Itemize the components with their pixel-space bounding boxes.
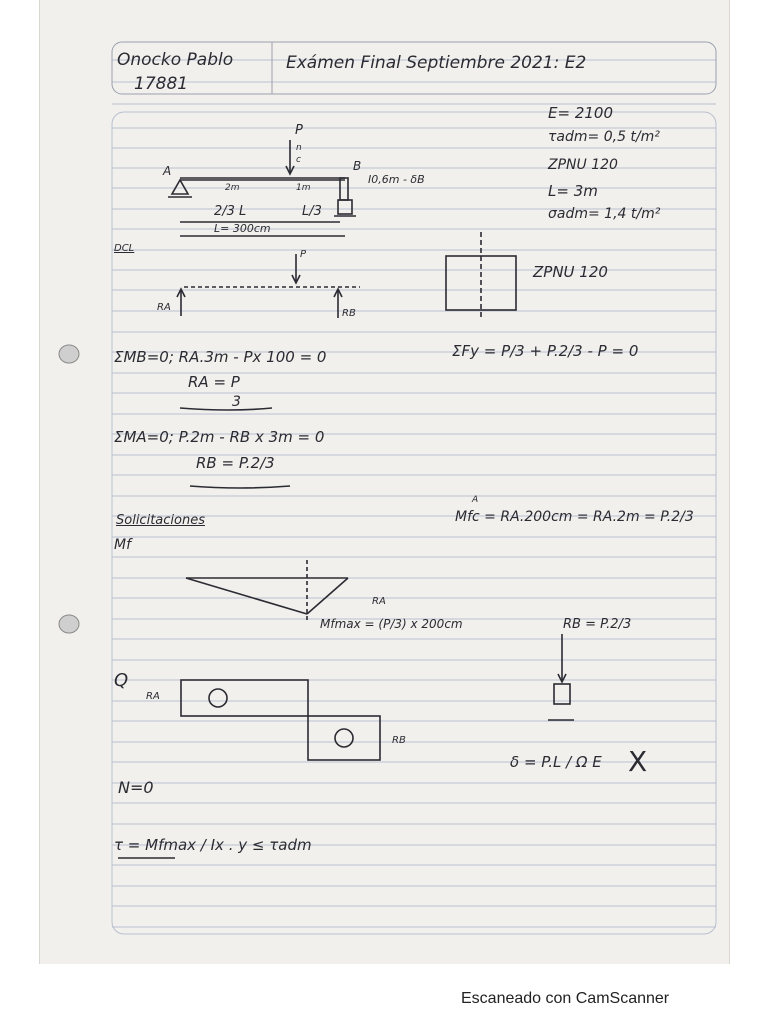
exam-title: Exámen Final Septiembre 2021: E2: [286, 53, 587, 73]
binder-hole: [58, 344, 80, 364]
segment-a-length: 2m: [225, 183, 240, 193]
binder-hole: [58, 614, 80, 634]
dcl-rb-label: RB: [342, 308, 356, 319]
shear-diagram: [180, 679, 381, 761]
support-b-label: B: [353, 159, 362, 173]
segment-b-length: 1m: [296, 183, 311, 193]
mfc-equation: Mfc = RA.200cm = RA.2m = P.2/3: [455, 509, 694, 525]
given-sigma-adm: σadm= 1,4 t/m²: [548, 206, 661, 222]
total-length: L= 300cm: [214, 222, 271, 235]
ra-result: RA = P: [188, 373, 240, 391]
mf-ra-note: RA: [372, 596, 386, 607]
ruled-lines: [112, 59, 716, 928]
header-frame: [111, 41, 717, 95]
support-a-label: A: [163, 164, 172, 178]
support-sketch: [548, 634, 574, 721]
dcl-label: DCL: [114, 243, 135, 254]
beam-load-label: P: [295, 123, 303, 138]
q-label: Q: [114, 670, 129, 691]
given-tau-adm: τadm= 0,5 t/m²: [548, 129, 660, 145]
ra-underline: [179, 407, 273, 411]
given-profile: ZPNU 120: [548, 157, 618, 173]
spring-label: I0,6m - δB: [368, 173, 425, 186]
q-ra-label: RA: [146, 691, 160, 702]
dimension-one-third: L/3: [302, 204, 322, 219]
section-profile-label: ZPNU 120: [533, 263, 608, 281]
beam-n-label: n: [296, 143, 302, 153]
solicitations-title: Solicitaciones: [116, 513, 205, 528]
beam-sketch: [168, 140, 356, 237]
rb-underline: [189, 485, 291, 489]
mf-max-equation: Mfmax = (P/3) x 200cm: [320, 617, 463, 631]
moment-diagram: [185, 560, 349, 620]
dcl-ra-label: RA: [157, 302, 171, 313]
rb-result: RB = P.2/3: [196, 454, 275, 472]
moment-a-equation: ΣMA=0; P.2m - RB x 3m = 0: [114, 428, 325, 446]
q-rb-label: RB: [392, 735, 406, 746]
student-name: Onocko Pablo: [117, 50, 234, 70]
dimension-two-thirds: 2/3 L: [214, 204, 247, 219]
cross-mark: X: [628, 745, 648, 778]
free-body-diagram: [176, 254, 360, 318]
body-frame: [111, 111, 717, 935]
given-e: E= 2100: [548, 104, 613, 122]
beam-c-label: c: [296, 155, 301, 165]
ra-result-denominator: 3: [232, 394, 241, 410]
normal-force-zero: N=0: [118, 778, 154, 797]
student-id: 17881: [134, 74, 189, 94]
sigma-formula: δ = P.L / Ω E: [510, 753, 602, 771]
support-rb-equation: RB = P.2/3: [563, 617, 632, 632]
mfc-superscript: A: [472, 495, 479, 505]
dcl-load-label: P: [300, 249, 307, 260]
camscanner-watermark: Escaneado con CamScanner: [461, 990, 670, 1007]
given-length: L= 3m: [548, 182, 598, 200]
tau-formula: τ = Mfmax / Ix . y ≤ τadm: [114, 836, 312, 854]
sum-fy-equation: ΣFy = P/3 + P.2/3 - P = 0: [452, 342, 639, 360]
moment-b-equation: ΣMB=0; RA.3m - Px 100 = 0: [114, 348, 327, 366]
mf-label: Mf: [114, 537, 132, 553]
